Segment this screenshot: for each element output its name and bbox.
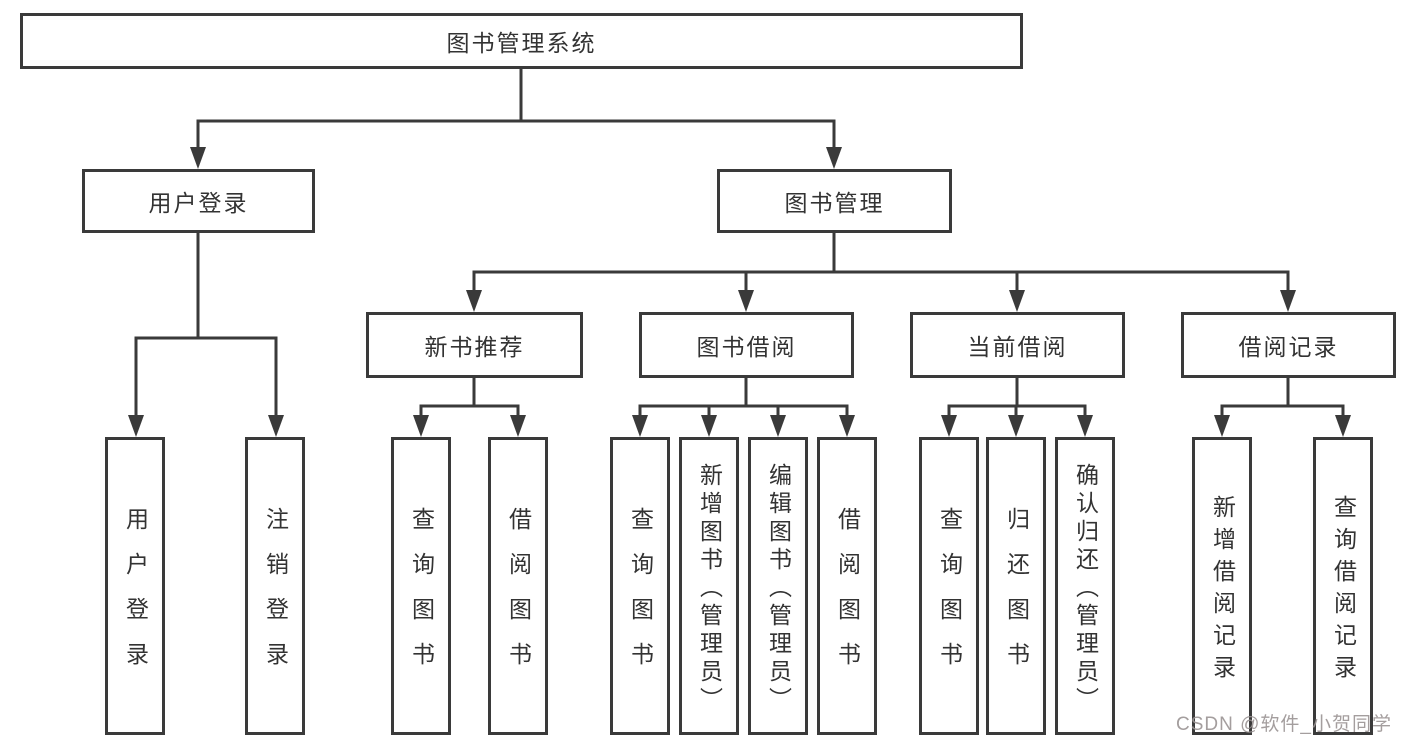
- leaf-borrow-books-recommend: 借阅图书: [488, 437, 548, 735]
- node-label: 查询图书: [936, 507, 963, 687]
- node-label: 归还图书: [1003, 507, 1030, 687]
- node-label: 查询图书: [627, 507, 654, 687]
- node-user-login: 用户登录: [82, 169, 315, 233]
- node-label: 借阅图书: [834, 507, 861, 687]
- leaf-add-books-admin: 新增图书（管理员）: [679, 437, 739, 735]
- node-label: 图书管理系统: [446, 30, 597, 56]
- leaf-query-borrow-record: 查询借阅记录: [1313, 437, 1373, 735]
- leaf-edit-books-admin: 编辑图书（管理员）: [748, 437, 808, 735]
- leaf-borrow-books: 借阅图书: [817, 437, 877, 735]
- leaf-user-login: 用户登录: [105, 437, 165, 735]
- node-label: 借阅图书: [505, 507, 532, 687]
- node-label: 借阅记录: [1238, 334, 1339, 360]
- node-label: 用户登录: [148, 190, 249, 216]
- node-label: 当前借阅: [967, 334, 1068, 360]
- leaf-return-books: 归还图书: [986, 437, 1046, 735]
- node-label: 新书推荐: [424, 334, 525, 360]
- leaf-add-borrow-record: 新增借阅记录: [1192, 437, 1252, 735]
- node-label: 图书借阅: [696, 334, 797, 360]
- node-label: 编辑图书（管理员）: [765, 462, 792, 715]
- leaf-query-books-recommend: 查询图书: [391, 437, 451, 735]
- node-label: 注销登录: [262, 507, 289, 687]
- node-label: 用户登录: [122, 507, 149, 687]
- leaf-logout: 注销登录: [245, 437, 305, 735]
- node-borrowing-records: 借阅记录: [1181, 312, 1396, 378]
- node-label: 查询借阅记录: [1330, 494, 1357, 687]
- node-new-book-recommend: 新书推荐: [366, 312, 583, 378]
- node-current-borrowing: 当前借阅: [910, 312, 1125, 378]
- node-label: 查询图书: [408, 507, 435, 687]
- node-label: 确认归还（管理员）: [1072, 462, 1099, 715]
- node-label: 新增图书（管理员）: [696, 462, 723, 715]
- node-book-management: 图书管理: [717, 169, 952, 233]
- node-label: 图书管理: [784, 190, 885, 216]
- leaf-confirm-return-admin: 确认归还（管理员）: [1055, 437, 1115, 735]
- node-label: 新增借阅记录: [1209, 494, 1236, 687]
- leaf-query-books-current: 查询图书: [919, 437, 979, 735]
- node-library-management-system: 图书管理系统: [20, 13, 1023, 69]
- node-book-borrowing: 图书借阅: [639, 312, 854, 378]
- leaf-query-books-borrowing: 查询图书: [610, 437, 670, 735]
